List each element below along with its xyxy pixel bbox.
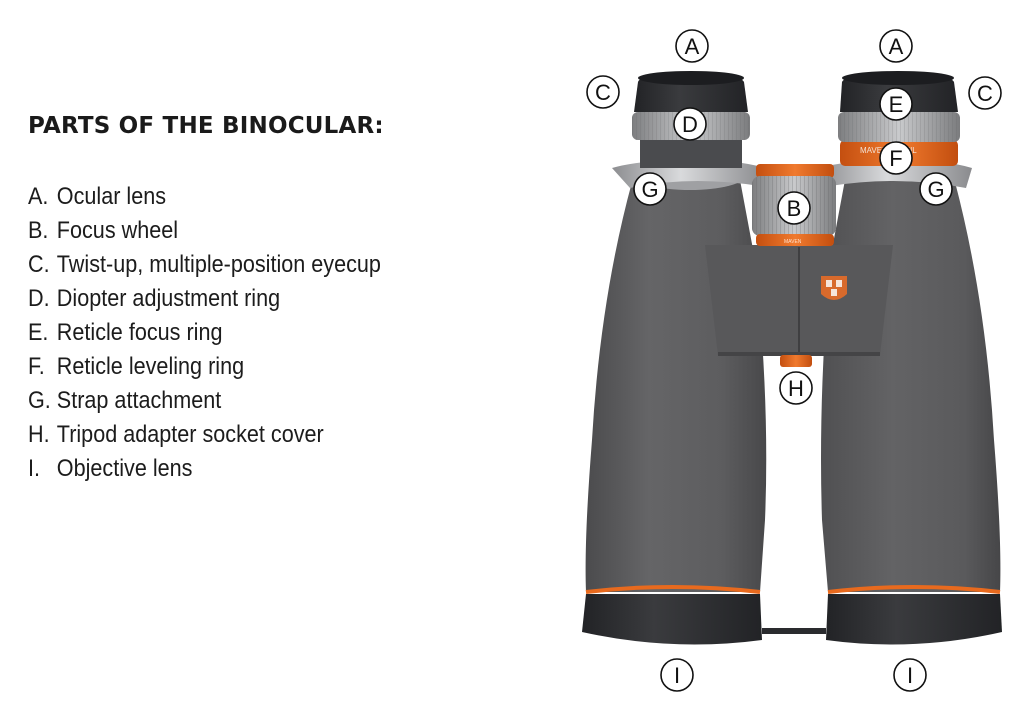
- binocular-illustration: MAVEN 5.5 MIL MAVEN A A C C D: [582, 29, 1002, 692]
- svg-text:B: B: [787, 196, 802, 221]
- svg-text:F: F: [889, 146, 902, 171]
- parts-list-item-c: C.Twist-up, multiple-position eyecup: [28, 251, 381, 278]
- parts-list-item-d: D.Diopter adjustment ring: [28, 285, 281, 312]
- callout-g-left: G: [633, 172, 667, 206]
- left-orange-trim: [585, 585, 761, 594]
- brand-logo-icon: [821, 276, 847, 300]
- right-barrel: [821, 180, 1001, 592]
- parts-list-item-g: G.Strap attachment: [28, 387, 222, 414]
- binocular-figure: MAVEN 5.5 MIL MAVEN A A C C D: [560, 0, 1024, 716]
- callout-h: H: [779, 371, 813, 405]
- callout-i-left: I: [660, 658, 694, 692]
- parts-list-item-f: F.Reticle leveling ring: [28, 353, 245, 380]
- callout-e: E: [879, 87, 913, 121]
- right-ocular-lens: [842, 71, 954, 85]
- parts-list-item-i: I.Objective lens: [28, 455, 193, 482]
- svg-text:G: G: [641, 177, 658, 202]
- callout-a-left: A: [675, 29, 709, 63]
- svg-text:C: C: [595, 80, 611, 105]
- left-objective-end: [582, 594, 762, 645]
- left-barrel: [585, 180, 767, 592]
- callout-b: B: [777, 191, 811, 225]
- parts-list-item-a: A.Ocular lens: [28, 183, 167, 210]
- focus-wheel-marking: MAVEN: [784, 239, 802, 245]
- callout-a-right: A: [879, 29, 913, 63]
- left-ocular-lens: [638, 71, 744, 85]
- svg-text:I: I: [907, 663, 913, 688]
- parts-list: A.Ocular lens B.Focus wheel C.Twist-up, …: [28, 180, 420, 486]
- parts-list-item-e: E.Reticle focus ring: [28, 319, 223, 346]
- page-title: PARTS OF THE BINOCULAR:: [28, 113, 384, 139]
- svg-text:C: C: [977, 81, 993, 106]
- callout-c-right: C: [968, 76, 1002, 110]
- svg-text:H: H: [788, 376, 804, 401]
- svg-text:A: A: [685, 34, 700, 59]
- parts-list-item-b: B.Focus wheel: [28, 217, 179, 244]
- svg-text:A: A: [889, 34, 904, 59]
- right-orange-trim: [827, 585, 1001, 594]
- tripod-adapter-cover: [780, 355, 812, 367]
- callout-c-left: C: [586, 75, 620, 109]
- callout-i-right: I: [893, 658, 927, 692]
- callout-f: F: [879, 141, 913, 175]
- callout-d: D: [673, 107, 707, 141]
- svg-text:D: D: [682, 112, 698, 137]
- svg-text:E: E: [889, 92, 904, 117]
- svg-text:I: I: [674, 663, 680, 688]
- bridge-bottom-edge: [718, 352, 880, 356]
- callout-g-right: G: [919, 172, 953, 206]
- left-eyepiece-housing: [640, 138, 742, 168]
- parts-list-item-h: H.Tripod adapter socket cover: [28, 421, 324, 448]
- right-objective-end: [826, 594, 1002, 645]
- svg-text:G: G: [927, 177, 944, 202]
- center-underside: [762, 628, 826, 634]
